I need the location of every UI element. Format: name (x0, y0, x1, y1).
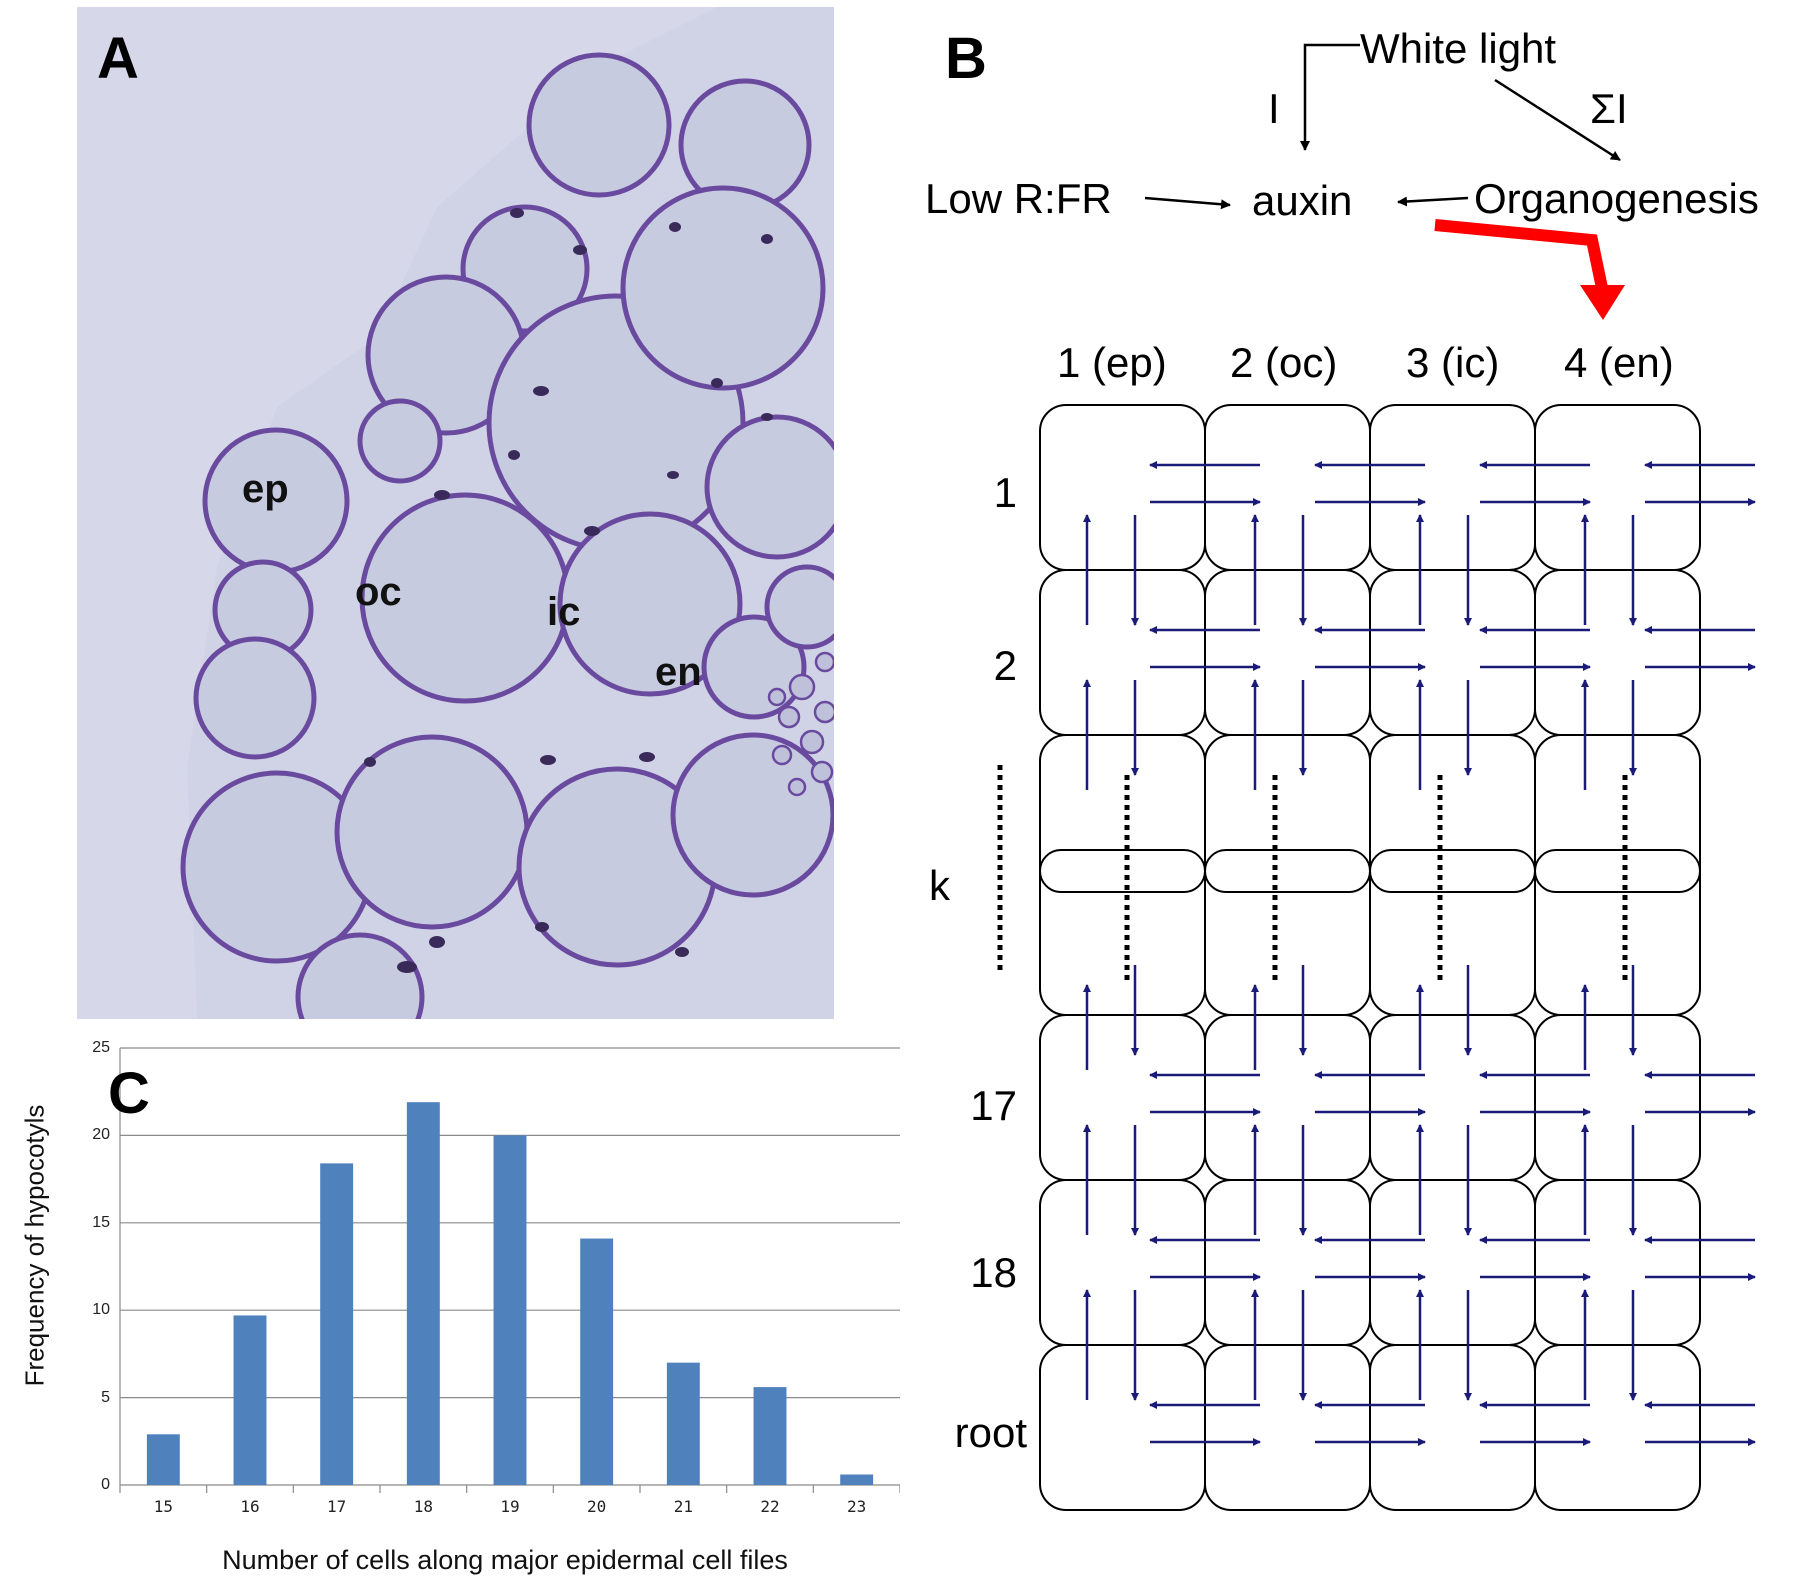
x-tick-label: 17 (327, 1497, 347, 1516)
grid-cell (1369, 1344, 1536, 1511)
grid-cell (1369, 734, 1536, 1016)
y-tick-label: 15 (92, 1213, 110, 1231)
x-tick-label: 15 (153, 1497, 173, 1516)
grid-cell (1204, 569, 1371, 736)
bar (493, 1135, 527, 1485)
micrograph-panel: ep oc ic en (77, 7, 834, 1019)
grid-cell (1204, 404, 1371, 571)
y-axis-label: Frequency of hypocotyls (19, 1104, 50, 1387)
row-label-root: root (954, 1409, 1027, 1456)
grid-cell (1534, 569, 1701, 736)
grid-cell (1534, 404, 1701, 571)
cell-grid (1039, 404, 1701, 1511)
low-rfr-to-auxin-arrow (1144, 196, 1231, 210)
grid-cell (1039, 1179, 1206, 1346)
en-label: en (655, 650, 702, 694)
panel-c-letter: C (108, 1061, 150, 1126)
grid-cell (1039, 404, 1206, 571)
column-header-ep: 1 (ep) (1057, 339, 1167, 386)
bar (146, 1434, 180, 1485)
row-label-k: k (929, 862, 950, 909)
grid-cell (1534, 1179, 1701, 1346)
panel-a-letter: A (97, 26, 139, 91)
auxin-label: auxin (1252, 177, 1353, 224)
grid-cell-thin (1039, 849, 1206, 893)
x-tick-label: 19 (500, 1497, 520, 1516)
x-tick-label: 16 (240, 1497, 260, 1516)
y-tick-label: 10 (92, 1301, 110, 1319)
cell-grid-diagram (997, 43, 1756, 1511)
grid-cell-thin (1204, 849, 1371, 893)
column-header-oc: 2 (oc) (1230, 339, 1338, 386)
grid-cell (1039, 569, 1206, 736)
x-tick-label: 22 (760, 1497, 780, 1516)
grid-cell (1204, 734, 1371, 1016)
white-light-to-organogenesis-arrow (1494, 78, 1621, 162)
bar (406, 1102, 440, 1485)
grid-cell (1039, 1014, 1206, 1181)
grid-cell (1039, 734, 1206, 1016)
x-tick-label: 23 (847, 1497, 867, 1516)
grid-cell (1534, 1344, 1701, 1511)
grid-cell (1534, 734, 1701, 1016)
y-tick-label: 20 (92, 1126, 110, 1144)
row-label-18: 18 (970, 1249, 1017, 1296)
organogenesis-to-auxin-arrow (1397, 196, 1469, 207)
panel-b-letter: B (945, 26, 987, 91)
sigma-i-label: ΣI (1590, 85, 1628, 132)
organogenesis-label: Organogenesis (1474, 175, 1759, 222)
bar (233, 1315, 267, 1485)
micrograph-image (77, 7, 834, 1019)
ellipsis-dotted-lines (997, 765, 1628, 985)
y-tick-label: 25 (92, 1039, 110, 1056)
grid-cell-thin (1369, 849, 1536, 893)
bar (753, 1387, 787, 1485)
grid-cell (1369, 1014, 1536, 1181)
row-label-17: 17 (970, 1082, 1017, 1129)
grid-cell (1369, 569, 1536, 736)
column-header-ic: 3 (ic) (1406, 339, 1500, 386)
column-header-en: 4 (en) (1564, 339, 1674, 386)
y-tick-label: 0 (101, 1476, 110, 1493)
grid-cell-thin (1534, 849, 1701, 893)
grid-cell (1204, 1344, 1371, 1511)
x-tick-label: 18 (413, 1497, 433, 1516)
bar (320, 1163, 354, 1485)
grid-cell (1534, 1014, 1701, 1181)
bar (580, 1238, 614, 1485)
row-label-2: 2 (993, 642, 1017, 689)
grid-cell (1039, 1344, 1206, 1511)
bar (840, 1474, 874, 1485)
x-tick-label: 21 (673, 1497, 693, 1516)
grid-cell (1369, 1179, 1536, 1346)
auxin-flux-arrows (1083, 461, 1756, 1446)
histogram-chart (119, 1047, 900, 1493)
low-rfr-label: Low R:FR (925, 175, 1112, 222)
ic-label: ic (547, 590, 581, 634)
x-axis-label: Number of cells along major epidermal ce… (222, 1545, 788, 1575)
row-label-1: 1 (993, 469, 1017, 516)
grid-cell (1369, 404, 1536, 571)
oc-label: oc (355, 570, 402, 614)
i-label: I (1268, 85, 1280, 132)
grid-cell (1204, 1179, 1371, 1346)
red-highlight-arrow (1434, 219, 1625, 320)
x-tick-label: 20 (587, 1497, 607, 1516)
white-light-to-auxin-arrow (1300, 43, 1360, 151)
white-light-label: White light (1360, 25, 1557, 72)
bar (666, 1362, 700, 1485)
y-tick-label: 5 (101, 1388, 110, 1406)
ep-label: ep (242, 467, 289, 511)
grid-cell (1204, 1014, 1371, 1181)
